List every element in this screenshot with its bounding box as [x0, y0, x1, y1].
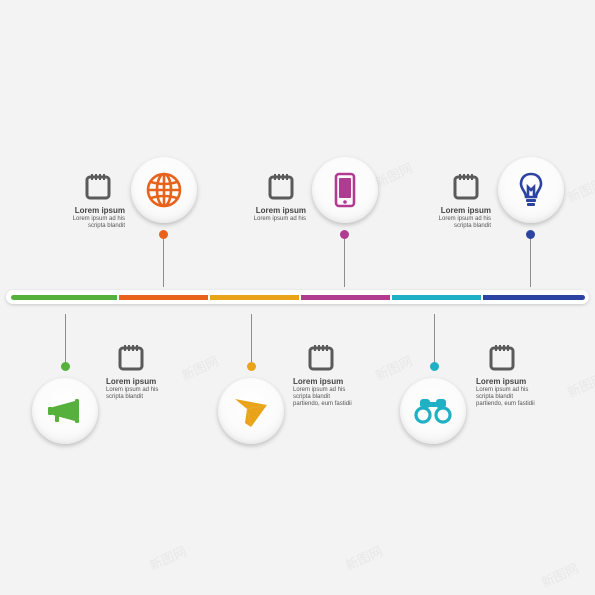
milestone-text-4: Lorem ipsum Lorem ipsum ad his	[210, 206, 306, 223]
milestone-circle-1	[32, 378, 98, 444]
connector-dot-5	[430, 362, 439, 371]
milestone-body-line: Lorem ipsum ad his	[476, 387, 529, 393]
connector-dot-1	[61, 362, 70, 371]
milestone-body-line: scripta blandit	[453, 223, 491, 229]
connector-dot-3	[247, 362, 256, 371]
milestone-circle-3	[218, 378, 284, 444]
milestone-title: Lorem ipsum	[293, 377, 344, 386]
connector-line-5	[434, 314, 435, 364]
watermark: 新图网	[373, 354, 416, 385]
timeline-segment-6	[483, 295, 585, 300]
milestone-body-line: scripta blandit	[476, 394, 514, 400]
watermark: 新图网	[373, 161, 416, 192]
calendar-icon	[452, 172, 480, 200]
calendar-icon	[307, 343, 335, 371]
milestone-title: Lorem ipsum	[476, 377, 527, 386]
timeline-segment-4	[301, 295, 390, 300]
watermark: 新图网	[565, 176, 595, 207]
calendar-icon	[117, 343, 145, 371]
binoculars-icon	[414, 399, 452, 424]
milestone-title: Lorem ipsum	[255, 206, 306, 215]
watermark: 新图网	[539, 561, 582, 592]
connector-line-6	[530, 237, 531, 287]
milestone-body-line: Lorem ipsum ad his	[106, 387, 159, 393]
milestone-circle-4	[312, 157, 378, 223]
milestone-body-line: Lorem ipsum ad his	[438, 216, 491, 222]
milestone-text-1: Lorem ipsum Lorem ipsum ad his scripta b…	[106, 377, 202, 401]
milestone-body-line: Lorem ipsum ad his	[72, 216, 125, 222]
milestone-body-line: Lorem ipsum ad his	[293, 387, 346, 393]
connector-line-3	[251, 314, 252, 364]
timeline-bar	[11, 295, 585, 300]
milestone-body-line: scripta blandit	[87, 223, 125, 229]
milestone-body-line: scripta blandit	[106, 394, 144, 400]
timeline-segment-2	[119, 295, 208, 300]
connector-dot-6	[526, 230, 535, 239]
watermark: 新图网	[343, 544, 386, 575]
milestone-body-line: partiendo, eum fastidii	[476, 401, 535, 407]
milestone-text-3: Lorem ipsum Lorem ipsum ad his scripta b…	[293, 377, 389, 408]
connector-dot-2	[159, 230, 168, 239]
connector-dot-4	[340, 230, 349, 239]
milestone-title: Lorem ipsum	[440, 206, 491, 215]
timeline-segment-3	[210, 295, 299, 300]
milestone-text-5: Lorem ipsum Lorem ipsum ad his scripta b…	[476, 377, 572, 408]
globe-icon	[146, 172, 182, 208]
timeline-segment-5	[392, 295, 481, 300]
connector-line-2	[163, 237, 164, 287]
milestone-body-line: scripta blandit	[293, 394, 331, 400]
milestone-title: Lorem ipsum	[106, 377, 157, 386]
connector-line-1	[65, 314, 66, 364]
calendar-icon	[488, 343, 516, 371]
milestone-text-6: Lorem ipsum Lorem ipsum ad his scripta b…	[395, 206, 491, 230]
watermark: 新图网	[565, 371, 595, 402]
milestone-circle-2	[131, 157, 197, 223]
milestone-circle-5	[400, 378, 466, 444]
milestone-title: Lorem ipsum	[74, 206, 125, 215]
megaphone-icon	[48, 399, 79, 423]
milestone-text-2: Lorem ipsum Lorem ipsum ad his scripta b…	[29, 206, 125, 230]
paper-plane-icon	[235, 399, 267, 427]
timeline-segment-1	[11, 295, 117, 300]
calendar-icon	[84, 172, 112, 200]
milestone-body-line: partiendo, eum fastidii	[293, 401, 352, 407]
milestone-body-line: Lorem ipsum ad his	[253, 216, 306, 222]
watermark: 新图网	[147, 544, 190, 575]
light-bulb-icon	[519, 172, 543, 206]
connector-line-4	[344, 237, 345, 287]
milestone-circle-6	[498, 157, 564, 223]
calendar-icon	[267, 172, 295, 200]
mobile-phone-icon	[334, 172, 356, 208]
